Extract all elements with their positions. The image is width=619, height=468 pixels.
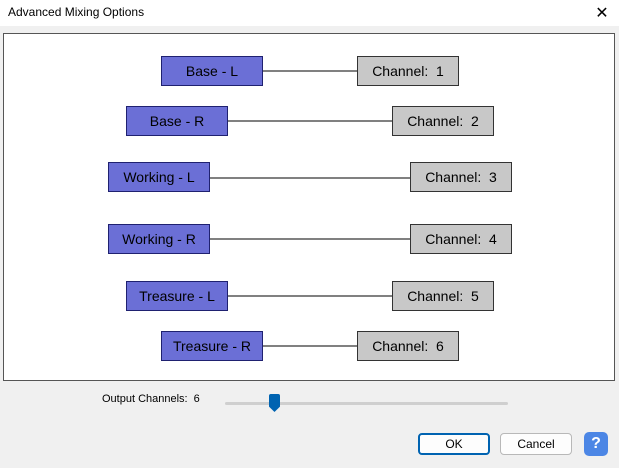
- output-channels-value: 6: [193, 393, 200, 405]
- close-icon[interactable]: ✕: [595, 5, 609, 22]
- mixing-canvas: Base - L Channel: 1 Base - R Channel: 2 …: [3, 33, 615, 381]
- source-box-working-l[interactable]: Working - L: [108, 162, 210, 192]
- window-title: Advanced Mixing Options: [8, 5, 145, 19]
- channel-box-4[interactable]: Channel: 4: [410, 224, 512, 254]
- channel-box-2[interactable]: Channel: 2: [392, 106, 494, 136]
- channel-box-1[interactable]: Channel: 1: [357, 56, 459, 86]
- output-channels-label: Output Channels: 6: [102, 393, 200, 405]
- output-channels-slider-track[interactable]: [225, 402, 508, 405]
- help-icon[interactable]: ?: [584, 432, 608, 456]
- output-channels-text: Output Channels:: [102, 393, 188, 405]
- ok-button[interactable]: OK: [418, 433, 490, 455]
- source-box-base-l[interactable]: Base - L: [161, 56, 263, 86]
- channel-box-3[interactable]: Channel: 3: [410, 162, 512, 192]
- title-bar: Advanced Mixing Options ✕: [0, 0, 619, 26]
- channel-box-6[interactable]: Channel: 6: [357, 331, 459, 361]
- cancel-button[interactable]: Cancel: [500, 433, 572, 455]
- source-box-treasure-l[interactable]: Treasure - L: [126, 281, 228, 311]
- source-box-working-r[interactable]: Working - R: [108, 224, 210, 254]
- channel-box-5[interactable]: Channel: 5: [392, 281, 494, 311]
- connector-lines: [209, 70, 410, 347]
- source-box-treasure-r[interactable]: Treasure - R: [161, 331, 263, 361]
- output-channels-slider-thumb[interactable]: [269, 394, 280, 412]
- source-box-base-r[interactable]: Base - R: [126, 106, 228, 136]
